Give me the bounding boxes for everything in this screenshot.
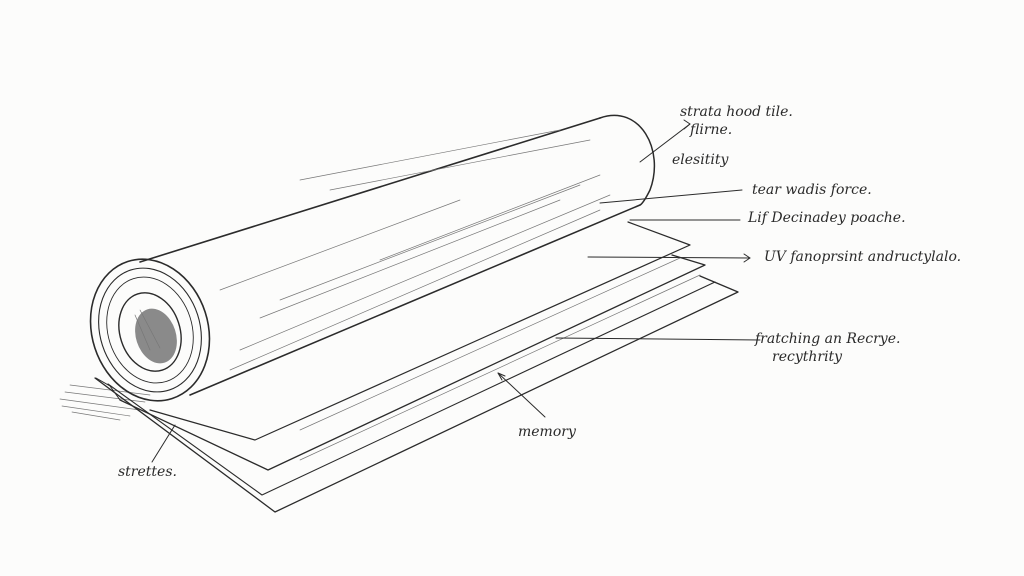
label-lif: Lif Decinadey poache.: [747, 210, 906, 226]
leader-lines: [151, 119, 761, 463]
ground-shadow: [59, 384, 151, 421]
label-uv: UV fanoprsint andructylalo.: [764, 249, 961, 265]
flat-sheets: [94, 221, 739, 513]
roll-body: [139, 114, 656, 396]
label-flirne: flirne.: [689, 122, 732, 138]
roll-end: [89, 258, 211, 402]
label-strata: strata hood tile.: [680, 104, 793, 120]
label-tear-force: tear wadis force.: [752, 182, 872, 198]
label-recythrity: recythrity: [772, 349, 843, 365]
label-fratching: fratching an Recrye.: [754, 331, 900, 347]
label-memory: memory: [518, 424, 577, 440]
label-strettes: strettes.: [118, 464, 177, 480]
label-elesitity: elesitity: [672, 152, 729, 168]
